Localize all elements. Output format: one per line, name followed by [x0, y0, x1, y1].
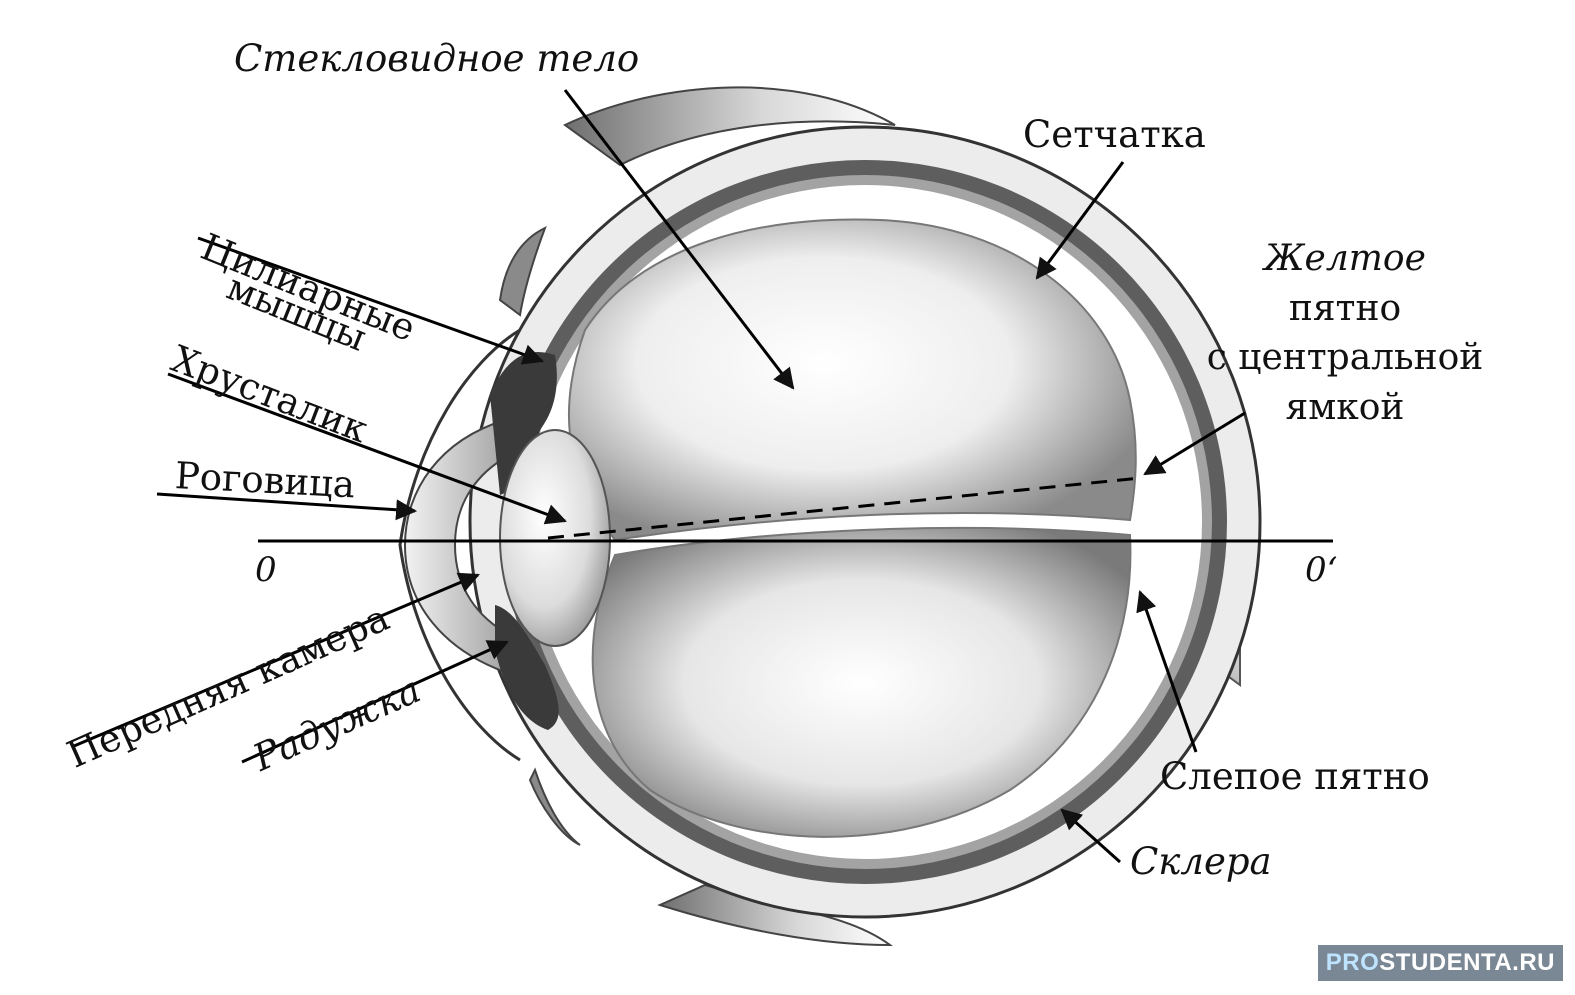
- leader-macula: [1143, 411, 1246, 476]
- ciliary-body-lower: [495, 605, 559, 730]
- label-macula-line4: ямкой: [1285, 387, 1405, 429]
- leader-retina: [1035, 161, 1125, 280]
- leader-anterior-chamber: [73, 572, 480, 748]
- label-blind-spot: Слепое пятно: [1160, 755, 1430, 798]
- leader-iris: [241, 640, 509, 764]
- leader-sclera: [1060, 808, 1122, 864]
- watermark: PROSTUDENTA.RU: [1317, 945, 1563, 981]
- label-macula-line3: с центральной: [1206, 337, 1484, 379]
- axis-label-right: 0‘: [1305, 550, 1338, 590]
- vitreous-lower: [591, 526, 1132, 838]
- leader-vitreous: [563, 89, 795, 390]
- watermark-part1: PRO: [1325, 949, 1380, 976]
- axis-label-left: 0: [255, 550, 277, 590]
- label-cornea: Роговица: [173, 454, 357, 507]
- leader-lens: [167, 372, 567, 525]
- ciliary-body-upper: [490, 351, 557, 495]
- watermark-part2: STUDENTA.RU: [1379, 949, 1555, 976]
- label-macula-line1: Желтое: [1264, 238, 1426, 279]
- leader-ciliary: [197, 236, 544, 365]
- label-macula-line2: пятно: [1288, 287, 1402, 329]
- eye-muscle-upper-left: [498, 226, 547, 317]
- leader-blind-spot: [1136, 590, 1198, 753]
- leader-cornea: [156, 492, 418, 521]
- label-retina: Сетчатка: [1023, 113, 1206, 156]
- visual-axis: [547, 476, 1141, 540]
- eye-muscle-lower-left: [528, 767, 581, 846]
- label-sclera: Склера: [1130, 840, 1272, 883]
- label-vitreous: Стекловидное тело: [234, 37, 640, 80]
- label-macula: Желтое пятно с центральной ямкой: [1185, 234, 1505, 433]
- eye-muscle-top: [563, 86, 896, 167]
